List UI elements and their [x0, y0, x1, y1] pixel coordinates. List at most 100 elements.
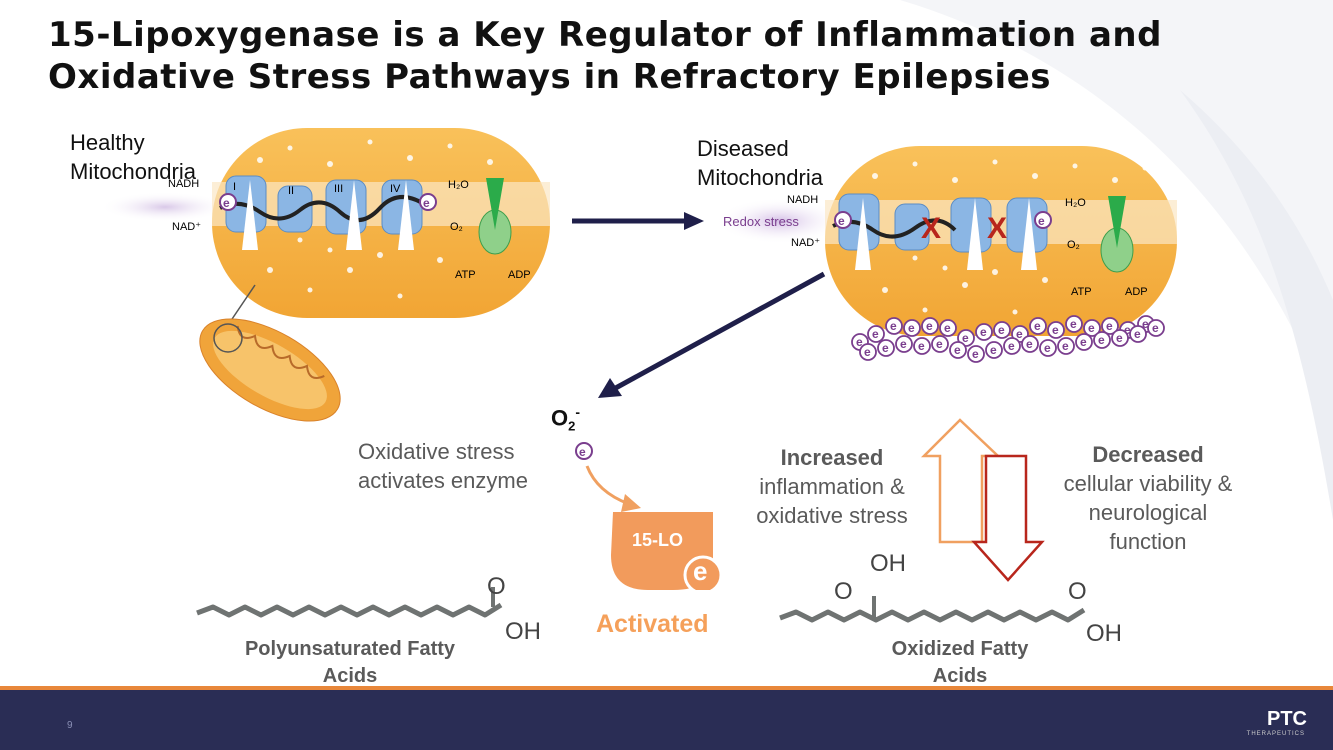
nad-label: NAD⁺	[172, 221, 201, 233]
electron-glyph: e	[872, 327, 879, 341]
electron-icon	[895, 335, 913, 353]
electron-icon	[1093, 331, 1111, 349]
electron-icon	[1039, 339, 1057, 357]
h2o-label: H₂O	[1065, 197, 1086, 209]
electron-icon	[985, 341, 1003, 359]
electron-glyph: e	[423, 196, 430, 210]
electron-chain	[832, 218, 957, 239]
enzyme-label: 15-LO	[632, 530, 684, 550]
page-number: 9	[67, 720, 73, 731]
electron-glyph: e	[1034, 319, 1041, 333]
ofa-o2: O	[1068, 578, 1087, 605]
electron-icon	[1129, 325, 1147, 343]
cristae	[236, 325, 325, 379]
diseased-mitochondrion-diagram: X X e e Redox stress NADH NAD⁺ H₂O O₂ AT…	[715, 146, 1177, 336]
electron-glyph: e	[926, 319, 933, 333]
electron-glyph: e	[890, 319, 897, 333]
electron-icon	[939, 319, 957, 337]
electron-icon	[834, 211, 852, 229]
electron-icon	[885, 317, 903, 335]
superoxide-base: O	[551, 405, 569, 431]
electron-icon	[921, 317, 939, 335]
decrease-arrow-icon	[971, 454, 1045, 582]
diseased-label-line1: Diseased	[697, 136, 789, 161]
electron-glyph: e	[962, 331, 969, 345]
up-down-arrows	[920, 418, 1045, 582]
zoom-circle	[213, 323, 243, 353]
decreased-line2: neurological	[1088, 500, 1208, 525]
ofa-label: Oxidized Fatty Acids	[860, 636, 1060, 690]
electron-icon	[1003, 337, 1021, 355]
electron-glyph: e	[900, 337, 907, 351]
decreased-line1: cellular viability &	[1063, 471, 1233, 496]
complex-iii-label: III	[334, 183, 343, 195]
diseased-label-line2: Mitochondria	[697, 165, 823, 190]
electron-glyph: e	[1080, 335, 1087, 349]
electron-icon	[1057, 337, 1075, 355]
electron-glyph: e	[1044, 341, 1051, 355]
activated-label: Activated	[596, 610, 709, 638]
electron-chain	[219, 195, 432, 222]
footer-bar	[0, 690, 1333, 750]
superoxide-sup: -	[575, 404, 581, 420]
activation-arrow	[585, 465, 630, 506]
blocked-x-icon: X	[921, 212, 941, 245]
superoxide-label: O2-	[551, 404, 580, 434]
electron-icon	[877, 339, 895, 357]
electron-glyph: e	[1098, 333, 1105, 347]
slide-title: 15-Lipoxygenase is a Key Regulator of In…	[48, 15, 1162, 97]
redox-stress-label: Redox stress	[723, 214, 799, 229]
electron-glyph: e	[1038, 214, 1045, 228]
progression-arrow	[572, 212, 704, 230]
carbon-chain	[196, 602, 503, 618]
pufa-label: Polyunsaturated Fatty Acids	[220, 636, 480, 690]
mitochondrion-illustration	[199, 284, 341, 422]
pufa-o: O	[487, 573, 506, 600]
electron-icon	[931, 335, 949, 353]
electron-glyph: e	[1016, 327, 1023, 341]
electron-glyph: e	[1106, 319, 1113, 333]
electron-glyph: e	[223, 196, 230, 210]
oxidative-line1: Oxidative stress	[358, 439, 515, 464]
electron-glyph: e	[579, 445, 586, 459]
electron-glyph: e	[864, 345, 871, 359]
decreased-text: Decreased cellular viability & neurologi…	[1048, 440, 1248, 556]
oxidative-line2: activates enzyme	[358, 468, 528, 493]
electron-icon	[419, 193, 437, 211]
electron-glyph: e	[1052, 323, 1059, 337]
electron-glyph: e	[1134, 327, 1141, 341]
carbon-chain	[779, 607, 1086, 623]
healthy-mitochondrion-diagram: I II III IV e e NADH NAD⁺ H₂O O₂ ATP ADP	[100, 128, 550, 318]
adp-label: ADP	[1125, 286, 1148, 298]
enzyme-electron-icon	[683, 555, 723, 590]
electron-glyph: e	[1152, 321, 1159, 335]
ofa-oh2: OH	[1086, 620, 1122, 647]
decreased-head: Decreased	[1092, 442, 1204, 467]
electron-icon	[913, 337, 931, 355]
o2-label: O₂	[1067, 239, 1080, 251]
pufa-line1: Polyunsaturated Fatty	[244, 638, 456, 660]
electron-glyph: e	[1070, 317, 1077, 331]
electron-glyph: e	[1062, 339, 1069, 353]
increased-head: Increased	[780, 445, 884, 470]
nadh-label: NADH	[168, 178, 199, 190]
electron-glyph: e	[856, 335, 863, 349]
electron-glyph: e	[1116, 331, 1123, 345]
o2-label: O₂	[450, 221, 463, 233]
atp-label: ATP	[1071, 286, 1092, 298]
increased-text: Increased inflammation & oxidative stres…	[740, 443, 924, 530]
h2o-label: H₂O	[448, 179, 469, 191]
electron-glyph: e	[1142, 317, 1149, 331]
diseased-label: Diseased Mitochondria	[697, 134, 823, 192]
electron-glyph: e	[972, 347, 979, 361]
electron-icon	[1047, 321, 1065, 339]
electron-icon	[1101, 317, 1119, 335]
electron-glyph: e	[1088, 321, 1095, 335]
ofa-o1: O	[834, 578, 853, 605]
increased-line2: oxidative stress	[756, 503, 908, 528]
healthy-label-line1: Healthy	[70, 130, 145, 155]
electron-glyph: e	[918, 339, 925, 353]
ofa-line1: Oxidized Fatty	[891, 638, 1029, 660]
